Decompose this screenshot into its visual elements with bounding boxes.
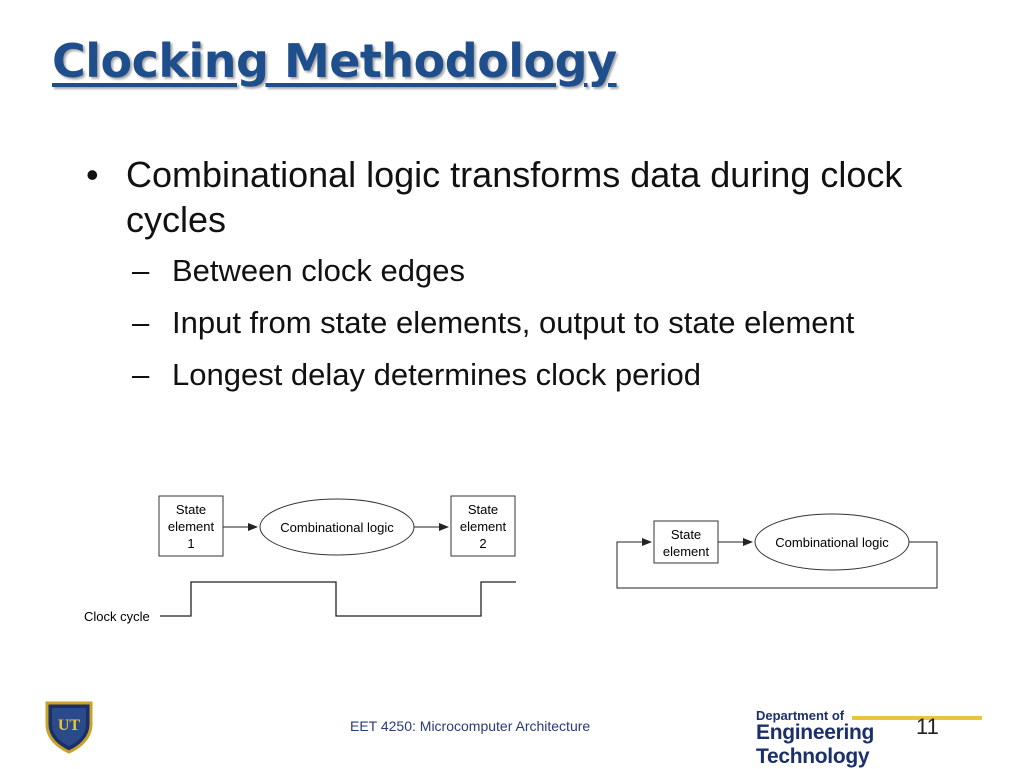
sub-bullet-text: Between clock edges xyxy=(172,253,465,288)
dash-marker: – xyxy=(132,253,150,288)
bullet-dot: • xyxy=(86,154,99,195)
logic-label: Combinational logic xyxy=(280,520,394,535)
state2-line2: element xyxy=(460,519,507,534)
state-line2: element xyxy=(663,544,710,559)
logic-label: Combinational logic xyxy=(775,535,889,550)
clock-waveform xyxy=(160,581,516,617)
sub-bullet-text: Longest delay determines clock period xyxy=(172,357,702,392)
state1-line3: 1 xyxy=(187,536,194,551)
state-element-box xyxy=(653,520,719,564)
bullet-text: Combinational logic transforms data duri… xyxy=(126,154,903,240)
slide-title: Clocking Methodology xyxy=(52,34,617,88)
state2-line1: State xyxy=(468,502,498,517)
department-logo: Department of Engineering Technology xyxy=(756,708,986,769)
dash-marker: – xyxy=(132,357,150,392)
sub-bullet-text: Input from state elements, output to sta… xyxy=(172,305,855,340)
sub-bullet-item: –Input from state elements, output to st… xyxy=(86,302,986,344)
dash-marker: – xyxy=(132,305,150,340)
logo-text: UT xyxy=(58,717,81,734)
right-diagram: State element Combinational logic xyxy=(616,513,938,589)
state-line1: State xyxy=(671,527,701,542)
dept-line2: Engineering Technology xyxy=(756,721,875,768)
dept-line1: Department of xyxy=(756,708,845,723)
sub-bullet-item: –Between clock edges xyxy=(86,250,986,292)
state1-line1: State xyxy=(176,502,206,517)
bullet-item: • Combinational logic transforms data dur… xyxy=(86,152,986,242)
ut-shield-logo: UT xyxy=(45,701,93,754)
feedback-loop xyxy=(616,538,938,589)
page-number: 11 xyxy=(916,714,939,739)
state-element-1-box xyxy=(158,495,224,557)
sub-bullet-item: –Longest delay determines clock period xyxy=(86,354,986,396)
state-element-2-box xyxy=(450,495,516,557)
dept-accent-bar xyxy=(852,716,982,720)
bullet-list: • Combinational logic transforms data dur… xyxy=(86,152,986,406)
left-diagram: State element 1 Combinational logic Stat… xyxy=(84,495,516,624)
state2-line3: 2 xyxy=(479,536,486,551)
state1-line2: element xyxy=(168,519,215,534)
clock-cycle-label: Clock cycle xyxy=(84,609,150,624)
footer-course-name: EET 4250: Microcomputer Architecture xyxy=(350,718,591,734)
